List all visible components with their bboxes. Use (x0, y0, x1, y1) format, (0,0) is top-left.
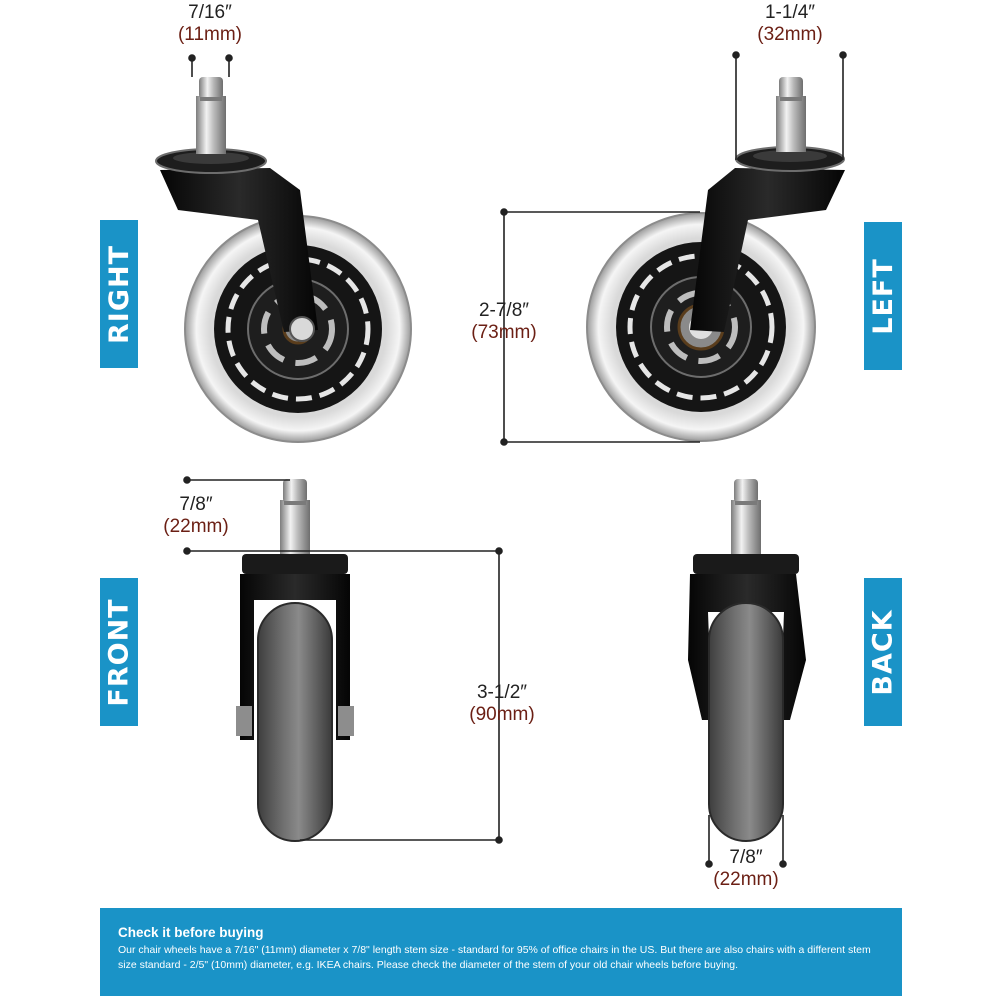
dim-imperial: 7/8″ (179, 494, 213, 515)
dim-imperial: 7/8″ (729, 847, 763, 868)
view-label-right: RIGHT (103, 244, 135, 344)
swivel-plate (693, 554, 799, 574)
view-tab-left: LEFT (864, 222, 902, 370)
caster-right-view (155, 77, 412, 443)
info-banner: Check it before buying Our chair wheels … (100, 908, 902, 996)
view-tab-right: RIGHT (100, 220, 138, 368)
dim-imperial: 7/16″ (188, 2, 232, 23)
swivel-plate (242, 554, 348, 574)
dim-stem-diameter: 7/16″ (11mm) (150, 2, 270, 46)
stem (731, 500, 761, 556)
dim-imperial: 3-1/2″ (476, 682, 528, 703)
dim-metric: (22mm) (713, 869, 779, 890)
info-title: Check it before buying (118, 925, 264, 940)
dim-wheel-width: 7/8″ (22mm) (690, 847, 802, 891)
view-tab-back: BACK (864, 578, 902, 726)
fork-arm (160, 168, 318, 332)
caster-back-view (688, 479, 806, 842)
dim-metric: (22mm) (163, 516, 229, 537)
view-label-left: LEFT (867, 257, 899, 335)
stem (196, 96, 226, 154)
caster-left-view (586, 77, 845, 442)
dim-metric: (90mm) (469, 704, 535, 725)
info-body: Our chair wheels have a 7/16" (11mm) dia… (118, 944, 871, 971)
dim-metric: (11mm) (177, 24, 243, 45)
dim-total-height: 3-1/2″ (90mm) (446, 682, 558, 726)
dim-plate-width: 1-1/4″ (32mm) (730, 2, 850, 46)
caster-front-view (236, 479, 354, 842)
dim-metric: (73mm) (471, 322, 537, 343)
dimension-lines (183, 51, 847, 868)
view-tab-front: FRONT (100, 578, 138, 726)
stem (776, 96, 806, 152)
dim-imperial: 1-1/4″ (764, 2, 816, 23)
fork-arm (690, 168, 845, 332)
dim-stem-length: 7/8″ (22mm) (140, 494, 252, 538)
fork-body (688, 574, 806, 720)
stem (280, 500, 310, 556)
view-label-front: FRONT (103, 597, 135, 707)
dim-wheel-diameter: 2-7/8″ (73mm) (448, 300, 560, 344)
dim-metric: (32mm) (757, 24, 823, 45)
wheel-tread (708, 602, 784, 842)
wheel-tread (257, 602, 333, 842)
view-label-back: BACK (867, 608, 899, 696)
dim-imperial: 2-7/8″ (478, 300, 530, 321)
